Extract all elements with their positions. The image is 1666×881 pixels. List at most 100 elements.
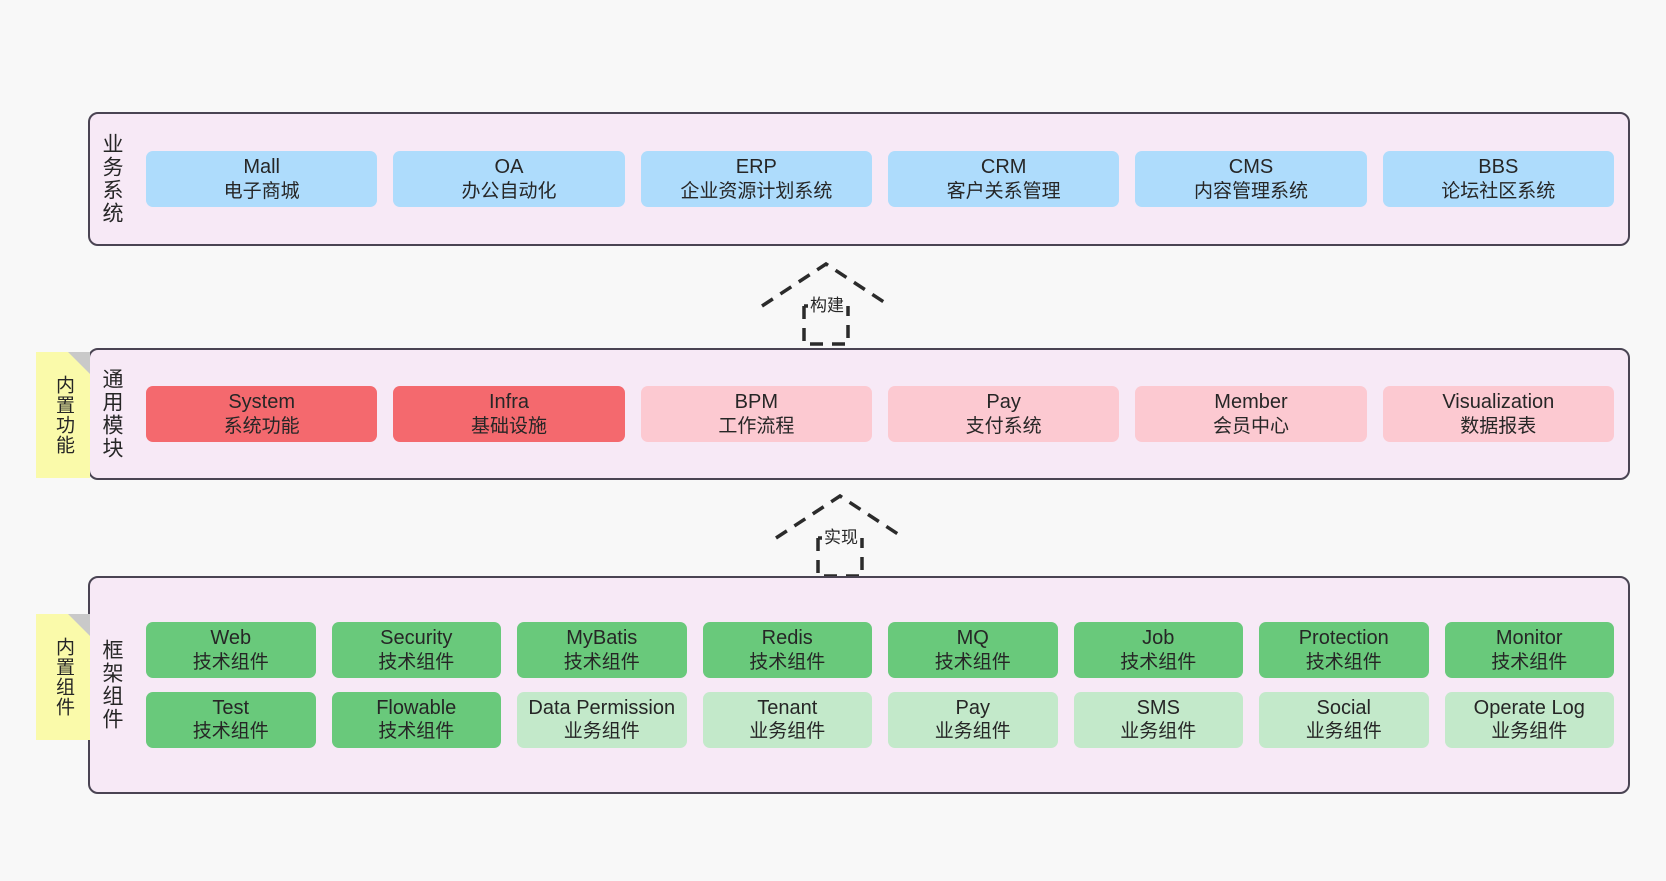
component-card-title: BBS <box>1478 156 1519 179</box>
component-card-subtitle: 业务组件 <box>749 721 826 743</box>
component-card-title: Social <box>1316 697 1371 719</box>
component-card-title: OA <box>494 156 524 179</box>
component-card-title: Web <box>210 627 252 650</box>
component-card-subtitle: 客户关系管理 <box>946 180 1061 202</box>
component-card-title: Pay <box>955 697 990 719</box>
component-card-title: Operate Log <box>1473 697 1585 719</box>
layer-title-common-modules: 通用模块 <box>100 368 124 460</box>
note-fold-corner-icon <box>68 614 90 636</box>
build-shaft <box>802 306 850 346</box>
layer-title-framework-components: 框架组件 <box>100 639 124 731</box>
component-card-title: SMS <box>1136 697 1180 719</box>
sticky-note-builtin-components: 内置组件 <box>36 614 90 740</box>
component-card-title: Infra <box>488 391 529 414</box>
component-card-title: Data Permission <box>528 697 676 719</box>
component-card-title: Protection <box>1298 627 1389 650</box>
component-card-subtitle: 技术组件 <box>934 651 1011 673</box>
connector-build: 构建 <box>756 258 900 348</box>
component-card-subtitle: 内容管理系统 <box>1193 180 1308 202</box>
component-card-subtitle: 业务组件 <box>1120 721 1197 743</box>
implement-shaft <box>816 538 864 578</box>
component-card-subtitle: 电子商城 <box>223 180 300 202</box>
layer-title-business-systems: 业务系统 <box>100 133 124 225</box>
component-card-subtitle: 技术组件 <box>378 721 455 743</box>
component-card-title: Flowable <box>376 697 457 719</box>
component-card-subtitle: 会员中心 <box>1212 415 1289 437</box>
note-fold-corner-icon <box>68 352 90 374</box>
component-card-subtitle: 技术组件 <box>1120 651 1197 673</box>
sticky-note-builtin-functions: 内置功能 <box>36 352 90 478</box>
component-card-title: Visualization <box>1442 391 1555 414</box>
component-card-title: Security <box>380 627 453 650</box>
component-card-subtitle: 系统功能 <box>223 415 300 437</box>
component-card-subtitle: 技术组件 <box>192 651 269 673</box>
component-card-subtitle: 业务组件 <box>563 721 640 743</box>
component-card-title: ERP <box>735 156 777 179</box>
component-card-subtitle: 技术组件 <box>563 651 640 673</box>
sticky-note-builtin-functions-label: 内置功能 <box>52 375 74 455</box>
component-card-subtitle: 技术组件 <box>1305 651 1382 673</box>
component-card-subtitle: 业务组件 <box>1305 721 1382 743</box>
component-card-title: BPM <box>734 391 778 414</box>
component-card-title: CMS <box>1228 156 1274 179</box>
component-card-subtitle: 基础设施 <box>470 415 547 437</box>
component-card-title: CRM <box>980 156 1027 179</box>
component-card-subtitle: 技术组件 <box>192 721 269 743</box>
build-arrowhead <box>761 261 891 308</box>
component-card-subtitle: 技术组件 <box>749 651 826 673</box>
component-card-subtitle: 技术组件 <box>1491 651 1568 673</box>
component-card-subtitle: 数据报表 <box>1460 415 1537 437</box>
component-card-title: Job <box>1142 627 1175 650</box>
component-card-subtitle: 工作流程 <box>718 415 795 437</box>
component-card-subtitle: 企业资源计划系统 <box>680 180 833 202</box>
component-card-subtitle: 支付系统 <box>965 415 1042 437</box>
component-card-subtitle: 技术组件 <box>378 651 455 673</box>
component-card-subtitle: 业务组件 <box>1491 721 1568 743</box>
component-card-title: Member <box>1214 391 1288 414</box>
component-card-subtitle: 办公自动化 <box>461 180 557 202</box>
component-card-title: System <box>228 391 295 414</box>
component-card-title: MyBatis <box>566 627 638 650</box>
sticky-note-builtin-components-label: 内置组件 <box>52 637 74 717</box>
connector-build-label: 构建 <box>808 291 846 316</box>
component-card-title: Tenant <box>757 697 818 719</box>
